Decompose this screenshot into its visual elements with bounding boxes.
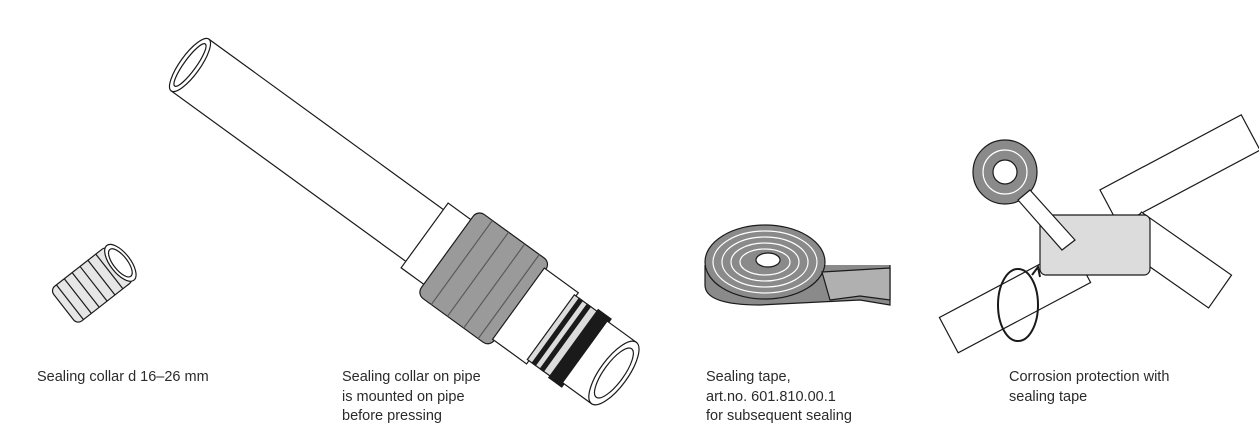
caption-line: Sealing collar d 16–26 mm xyxy=(37,368,209,388)
caption-sealing-collar: Sealing collar d 16–26 mm xyxy=(37,368,209,388)
corrosion-protection-illustration xyxy=(939,115,1259,353)
caption-line: Sealing collar on pipe xyxy=(342,368,481,388)
caption-sealing-tape: Sealing tape, art.no. 601.810.00.1 for s… xyxy=(706,368,852,427)
caption-corrosion-protection: Corrosion protection with sealing tape xyxy=(1009,368,1169,407)
caption-line: is mounted on pipe xyxy=(342,388,481,408)
caption-line: Corrosion protection with xyxy=(1009,368,1169,388)
sealing-collar-illustration xyxy=(50,239,142,324)
sealing-tape-illustration xyxy=(705,225,890,305)
caption-line: sealing tape xyxy=(1009,388,1169,408)
caption-line: for subsequent sealing xyxy=(706,407,852,427)
caption-line: Sealing tape, xyxy=(706,368,852,388)
caption-line: before pressing xyxy=(342,407,481,427)
caption-collar-on-pipe: Sealing collar on pipe is mounted on pip… xyxy=(342,368,481,427)
caption-line: art.no. 601.810.00.1 xyxy=(706,388,852,408)
collar-on-pipe-illustration xyxy=(151,17,655,423)
